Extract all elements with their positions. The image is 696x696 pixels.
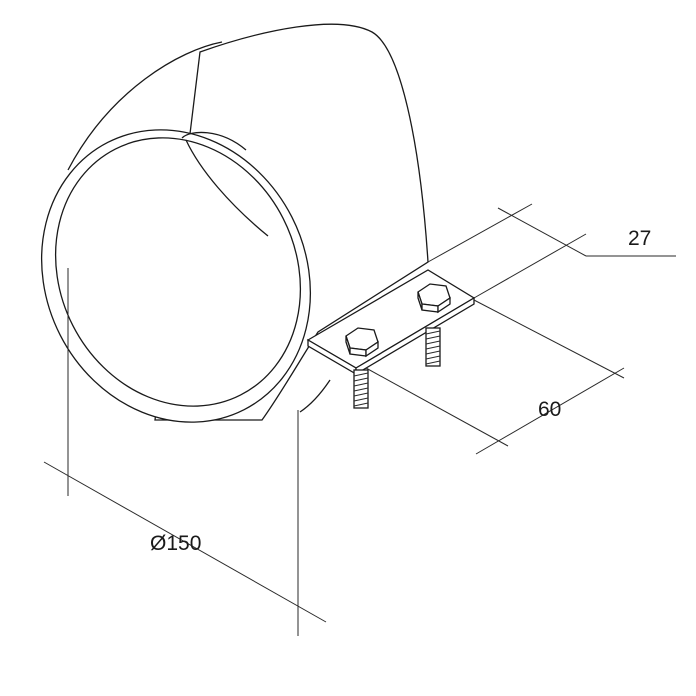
dimension-line — [475, 367, 625, 455]
front-bolt — [345, 327, 379, 409]
dimension-line — [497, 207, 587, 257]
dimension-diameter: Ø150 — [43, 268, 327, 636]
dimension-length: 60 — [365, 299, 625, 455]
dimension-width: 27 — [427, 203, 676, 299]
diameter-label: Ø150 — [150, 532, 201, 555]
width-label: 27 — [628, 227, 651, 250]
dimension-line — [43, 461, 327, 623]
extension-line — [473, 233, 587, 299]
rear-bolt — [417, 283, 451, 367]
clamp-band — [40, 23, 429, 423]
extension-line — [427, 203, 533, 263]
extension-line — [365, 367, 509, 447]
length-label: 60 — [538, 398, 561, 421]
extension-line — [473, 299, 625, 379]
